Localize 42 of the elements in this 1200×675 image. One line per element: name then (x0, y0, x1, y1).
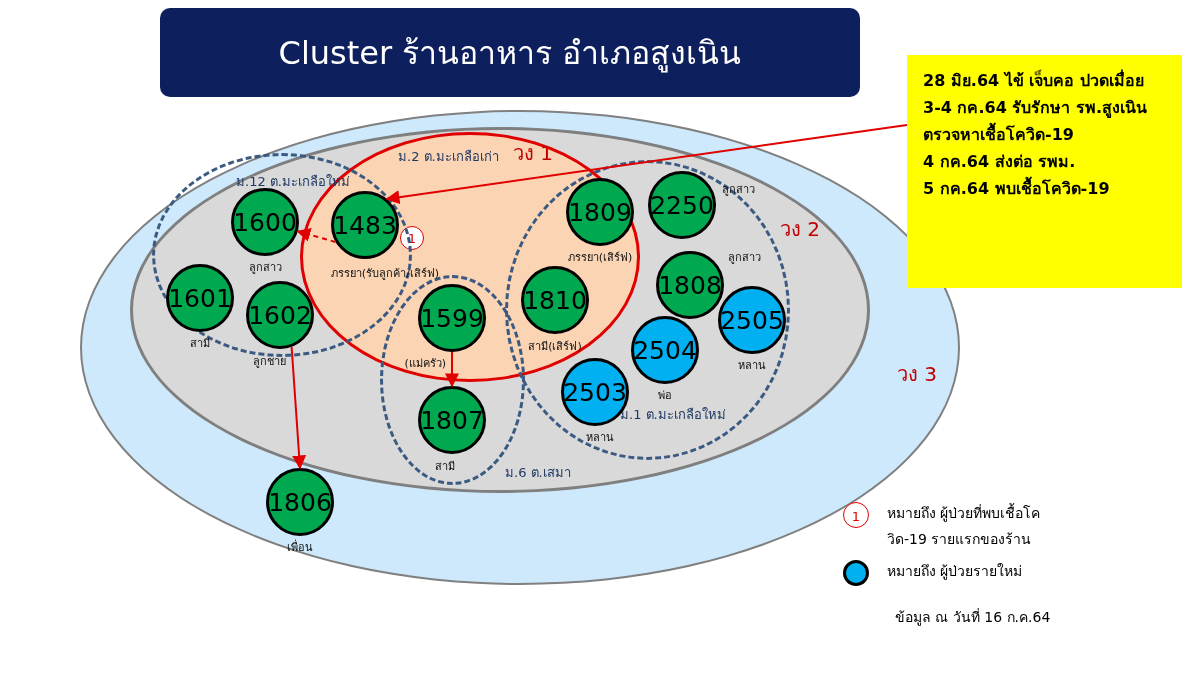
arrow (290, 345, 307, 470)
zone-label: วง 2 (780, 216, 821, 243)
village-label: ม.6 ต.เสมา (505, 464, 571, 482)
relation-label: ภรรยา(เสิร์ฟ) (567, 250, 633, 266)
legend-text: หมายถึง ผู้ป่วยรายใหม่ (887, 562, 1024, 582)
case-circle: 2250 (648, 171, 716, 239)
village-label: ม.2 ต.มะเกลือเก่า (398, 148, 499, 166)
relation-label: สามี (190, 336, 210, 352)
relation-label: ลูกสาว (728, 250, 761, 266)
marker-number: 1 (851, 509, 861, 524)
case-circle: 1600 (231, 188, 299, 256)
case-circle: 1807 (418, 386, 486, 454)
relation-label: ลูกสาว (722, 182, 755, 198)
timeline-entry: 28 มิย.64 ไข้ เจ็บคอ ปวดเมื่อย (923, 68, 1145, 92)
relation-label: ภรรยา(รับลูกค้า/เสิร์ฟ) (330, 266, 440, 282)
case-circle: 1602 (246, 281, 314, 349)
relation-label: สามี (435, 459, 455, 475)
date-note: ข้อมูล ณ วันที่ 16 ก.ค.64 (895, 607, 1051, 628)
dashed-arrow (296, 227, 337, 243)
case-circle: 2504 (631, 316, 699, 384)
relation-label: ลูกชาย (253, 354, 286, 370)
title-banner: Cluster ร้านอาหาร อำเภอสูงเนิน (160, 8, 860, 97)
relation-label: หลาน (738, 358, 766, 374)
arrow (385, 123, 908, 205)
case-circle: 1601 (166, 264, 234, 332)
relation-label: ลูกสาว (248, 260, 282, 276)
case-circle: 1806 (266, 468, 334, 536)
legend-text: หมายถึง ผู้ป่วยที่พบเชื้อโควิด-19 รายแรกของร้าน (887, 502, 1042, 549)
arrow (445, 351, 459, 388)
timeline-entry: 4 กค.64 ส่งต่อ รพม. (923, 151, 1077, 173)
relation-label: หลาน (586, 430, 614, 446)
zone-label: วง 3 (897, 361, 938, 388)
timeline-entry: 3-4 กค.64 รับรักษา รพ.สูงเนิน ตรวจหาเชื้อโควิด-19 (923, 97, 1149, 146)
village-label: ม.1 ต.มะเกลือใหม่ (620, 406, 726, 424)
relation-label: พ่อ (658, 388, 672, 404)
timeline-entry: 5 กค.64 พบเชื้อโควิด-19 (923, 175, 1166, 202)
marker-circle: 1 (400, 226, 424, 250)
relation-label: เพื่อน (287, 538, 313, 556)
zone-label: วง 1 (513, 140, 554, 167)
relation-label: สามี(เสิร์ฟ) (528, 339, 582, 355)
timeline-note (907, 55, 1182, 288)
relation-label: (แม่ครัว) (404, 356, 446, 372)
